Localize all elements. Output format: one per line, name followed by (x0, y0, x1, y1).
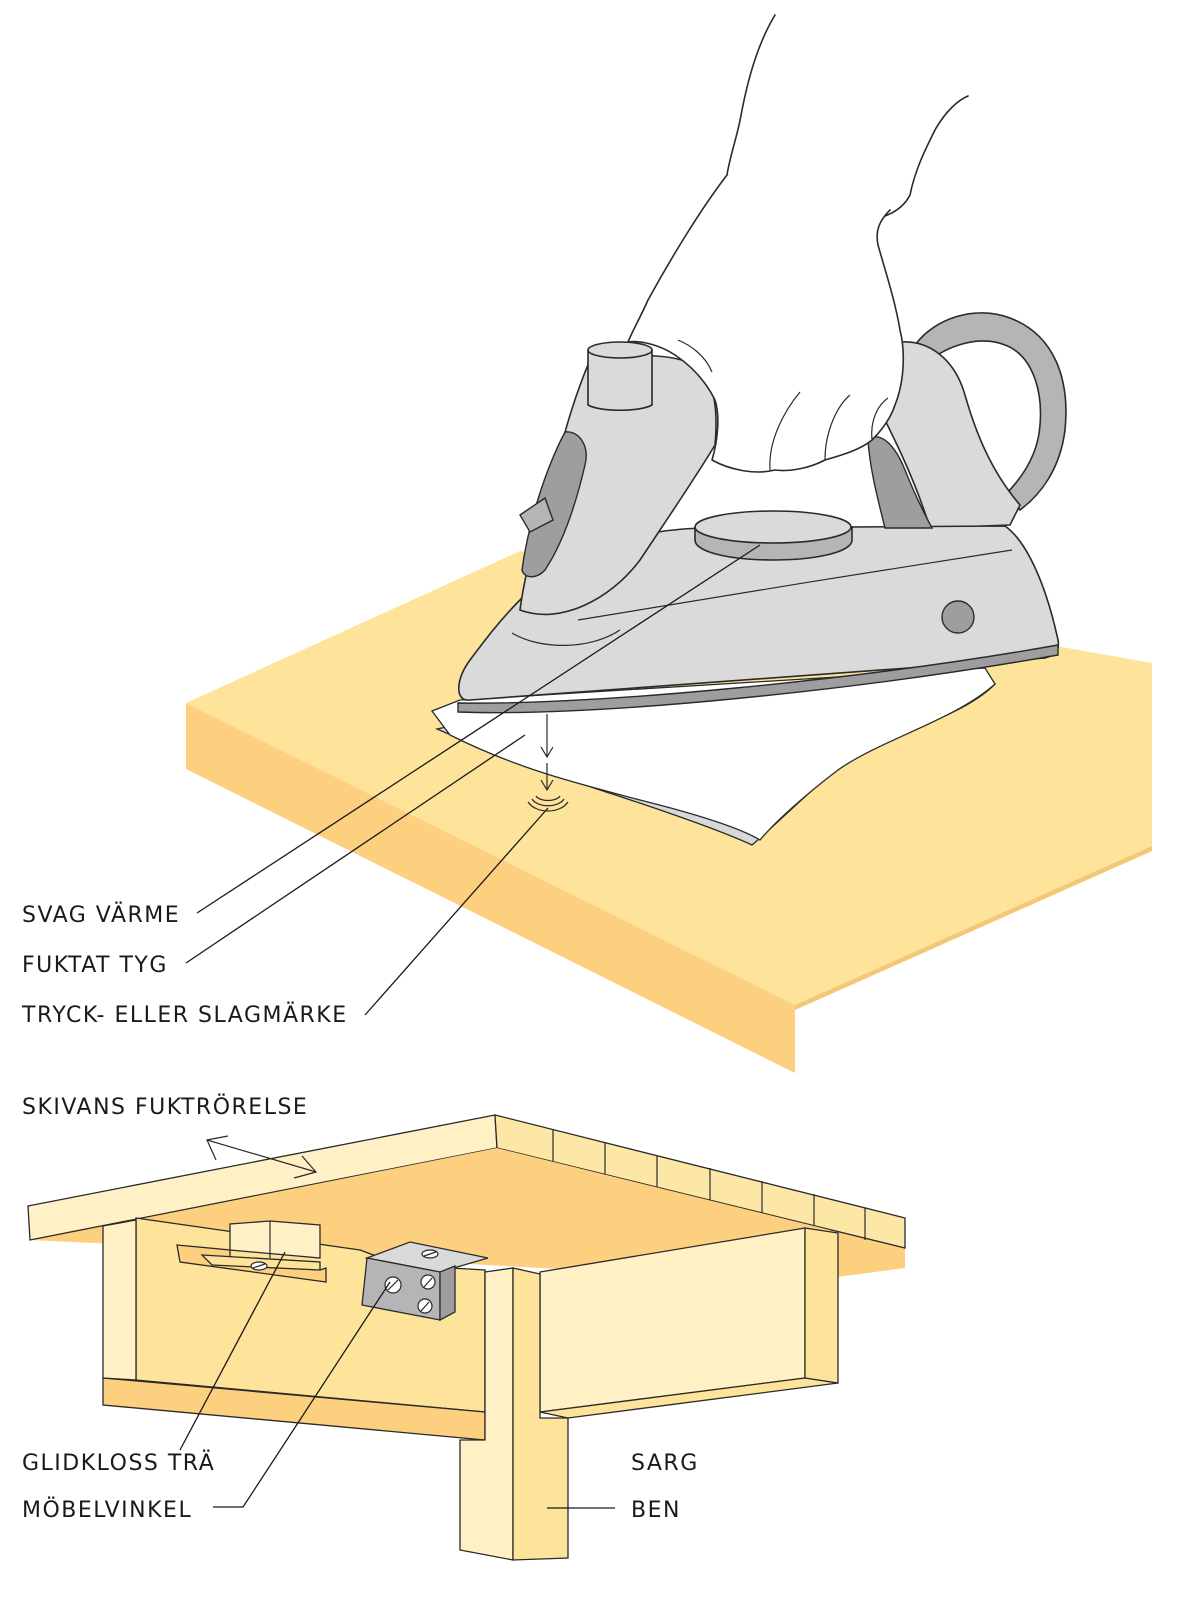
leader-damp-cloth (185, 734, 526, 964)
label-apron: SARG (631, 1451, 699, 1476)
bracket-screws (384, 1249, 439, 1314)
iron-soleplate (457, 644, 1059, 714)
pressure-arrows (540, 714, 554, 792)
wood-slide-block (176, 1220, 327, 1283)
iron-body-line (577, 549, 1013, 621)
thumb (677, 339, 713, 373)
leader-bracket (213, 1281, 391, 1508)
bracket-edge (439, 1265, 456, 1322)
slide-block-rail (176, 1244, 327, 1283)
temperature-dial (694, 510, 853, 561)
front-leg (459, 1267, 569, 1561)
leader-dent-mark (364, 807, 549, 1016)
finger-lines (769, 391, 889, 471)
iron-fill-cap-top (587, 341, 653, 359)
label-leg: BEN (631, 1498, 681, 1523)
slab-board-joints (552, 1129, 866, 1240)
furniture-bracket (361, 1241, 489, 1322)
slide-block-top (229, 1220, 321, 1259)
top-callouts (185, 544, 761, 1016)
front-leg-right-face (512, 1267, 569, 1561)
slab-right-edge (494, 1114, 906, 1249)
label-moisture-movement: SKIVANS FUKTRÖRELSE (22, 1094, 308, 1120)
dent-mark (527, 795, 569, 812)
table-underside-scene: SKIVANS FUKTRÖRELSE GLIDKLOSS TRÄ MÖBELV… (22, 1094, 906, 1561)
iron-scene: SVAG VÄRME FUKTAT TYG TRYCK- ELLER SLAGM… (21, 14, 1152, 1073)
label-damp-cloth: FUKTAT TYG (22, 953, 168, 978)
iron-rear-slot (867, 436, 934, 529)
right-apron (539, 1227, 839, 1419)
back-left-leg (102, 1219, 137, 1381)
iron-indicator-light (941, 600, 975, 634)
label-bracket: MÖBELVINKEL (22, 1497, 192, 1523)
back-right-leg (804, 1227, 839, 1384)
label-slide-block: GLIDKLOSS TRÄ (22, 1450, 215, 1476)
label-dent-mark: TRYCK- ELLER SLAGMÄRKE (21, 1002, 348, 1028)
label-low-heat: SVAG VÄRME (22, 902, 180, 928)
leader-low-heat (196, 544, 761, 914)
steam-iron (457, 312, 1067, 714)
hand (627, 174, 905, 473)
board-front-edge (186, 703, 795, 1073)
moisture-arrow (206, 1135, 318, 1179)
iron-trigger-button (519, 496, 554, 533)
iron-rear-post (879, 341, 1021, 529)
iron-handle-loop (913, 312, 1067, 512)
board-right-edge (795, 846, 1152, 1010)
hand-and-sleeve (627, 14, 969, 473)
iron-body-curve (511, 629, 621, 646)
leader-slide-block (179, 1251, 286, 1451)
bottom-callouts (179, 1251, 615, 1509)
iron-fill-cap (587, 349, 653, 411)
